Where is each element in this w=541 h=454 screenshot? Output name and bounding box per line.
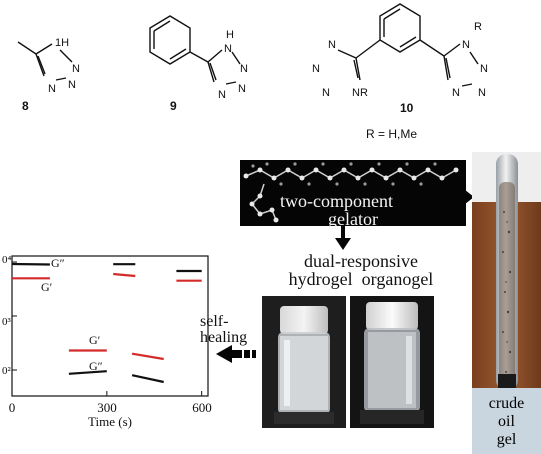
- series-g-double-prime-segment-1: [68, 370, 107, 375]
- self-healing-line-2: healing: [200, 329, 248, 346]
- atom-label: N: [238, 83, 246, 95]
- annotation-g-double-prime-top: G″: [51, 256, 65, 270]
- annotation-g-prime-top: G′: [41, 280, 53, 294]
- compound-number-10: 10: [400, 101, 414, 115]
- gelator-banner: two-component gelator: [240, 160, 466, 228]
- crude-label-line-2: oil: [498, 413, 515, 430]
- compound-number-8: 8: [22, 99, 29, 113]
- atom-label: R: [474, 21, 482, 33]
- dual-line-1: dual-responsive: [304, 251, 418, 271]
- x-axis-label: Time (s): [88, 414, 132, 429]
- annotation-g-double-prime-bottom: G″: [89, 359, 103, 373]
- crude-label-line-3: gel: [496, 431, 517, 448]
- atom-label: N: [462, 39, 470, 51]
- molecule-model-icon: [243, 162, 459, 223]
- x-tick-marks: [11, 391, 203, 396]
- crude-label-line-1: crude: [488, 395, 525, 412]
- atom-label: N: [322, 87, 330, 99]
- crude-oil-gel-tube-photo: crude oil gel: [472, 152, 541, 454]
- plot-frame: [11, 255, 209, 397]
- series-g-prime-segment-3: [131, 352, 164, 361]
- rheology-chart: 0⁴ 0³ 0² 0 300 600 Time (s) G″ G′ G′ G″: [2, 254, 212, 429]
- series-g-double-prime-segment-3: [131, 374, 164, 384]
- atom-label: N: [328, 39, 336, 51]
- annotation-g-prime-bottom: G′: [89, 333, 101, 347]
- dual-responsive-title: dual-responsive hydrogel organogel: [248, 252, 474, 288]
- chemical-structures: 1H N N N 8 H N N N N 9 N N N NR R N N N …: [17, 3, 488, 115]
- atom-label: N: [240, 63, 248, 75]
- series-g-double-prime-segment-0: [11, 262, 50, 266]
- atom-label: N: [72, 63, 80, 75]
- atom-label: N: [224, 43, 232, 55]
- hydrogel-vial-photo: [262, 296, 346, 428]
- y-tick-marks: [12, 261, 17, 371]
- gelator-line-2: gelator: [328, 209, 378, 229]
- y-tick-label-bottom: 0²: [2, 365, 12, 377]
- atom-label: N: [48, 83, 56, 95]
- gelator-label: two-component gelator: [280, 192, 466, 228]
- gelator-line-1: two-component: [280, 191, 393, 211]
- atom-label: N: [218, 89, 226, 101]
- x-tick-label-600: 600: [192, 400, 212, 415]
- atom-label: N: [478, 87, 486, 99]
- series-g-prime-segment-2: [113, 272, 136, 278]
- atom-label: N: [452, 87, 460, 99]
- atom-label: N: [312, 63, 320, 75]
- y-tick-label-top: 0⁴: [2, 254, 12, 266]
- x-tick-label-0: 0: [9, 400, 16, 415]
- atom-label: N: [68, 79, 76, 91]
- atom-label: H: [226, 29, 234, 41]
- compound-number-9: 9: [170, 99, 177, 113]
- x-tick-label-300: 300: [97, 400, 117, 415]
- atom-label: N: [480, 63, 488, 75]
- atom-label: 1H: [55, 37, 69, 49]
- dual-line-2: hydrogel organogel: [288, 269, 434, 289]
- organogel-vial-photo: [350, 296, 434, 428]
- r-group-note: R = H,Me: [366, 127, 418, 141]
- y-tick-label-mid: 0³: [2, 316, 12, 328]
- self-healing-line-1: self-: [200, 313, 229, 330]
- self-healing-label: self- healing: [200, 314, 264, 346]
- data-segments: [11, 262, 202, 384]
- atom-label: NR: [352, 87, 368, 99]
